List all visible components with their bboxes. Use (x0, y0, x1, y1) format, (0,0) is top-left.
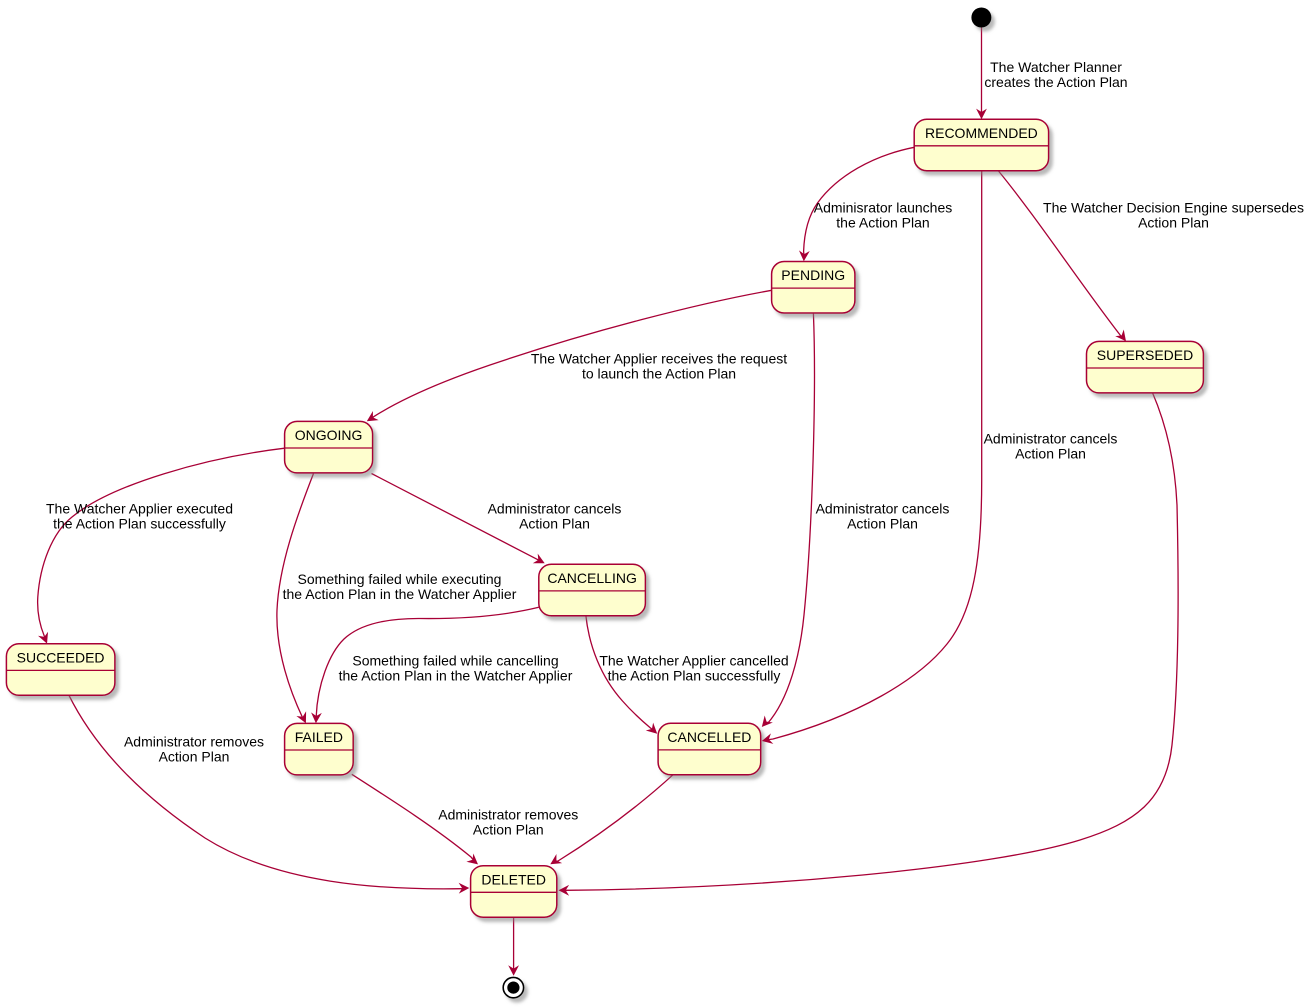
svg-text:The Watcher Applier executed: The Watcher Applier executed (46, 501, 233, 517)
svg-text:Administrator cancels: Administrator cancels (984, 431, 1118, 447)
svg-text:SUPERSEDED: SUPERSEDED (1097, 347, 1193, 363)
svg-text:CANCELLED: CANCELLED (667, 729, 751, 745)
svg-text:Administrator removes: Administrator removes (124, 734, 264, 750)
svg-text:the Action Plan in the Watcher: the Action Plan in the Watcher Applier (339, 668, 573, 684)
svg-text:Action Plan: Action Plan (847, 516, 918, 532)
svg-text:RECOMMENDED: RECOMMENDED (925, 125, 1038, 141)
svg-text:SUCCEEDED: SUCCEEDED (17, 649, 105, 665)
svg-text:Action Plan: Action Plan (519, 516, 590, 532)
svg-text:creates the Action Plan: creates the Action Plan (984, 74, 1127, 90)
svg-text:PENDING: PENDING (781, 267, 845, 283)
svg-text:the Action Plan in the Watcher: the Action Plan in the Watcher Applier (283, 586, 517, 602)
svg-text:The Watcher Planner: The Watcher Planner (990, 59, 1122, 75)
svg-text:Adminisrator launches: Adminisrator launches (814, 200, 953, 216)
svg-text:Administrator removes: Administrator removes (438, 807, 578, 823)
svg-text:Action Plan: Action Plan (1138, 215, 1209, 231)
svg-text:to launch the Action Plan: to launch the Action Plan (582, 366, 736, 382)
svg-text:Action Plan: Action Plan (159, 749, 230, 765)
svg-text:FAILED: FAILED (295, 729, 343, 745)
svg-text:Action Plan: Action Plan (1015, 446, 1086, 462)
svg-text:ONGOING: ONGOING (295, 427, 363, 443)
svg-text:the Action Plan: the Action Plan (836, 215, 929, 231)
svg-text:Administrator cancels: Administrator cancels (488, 501, 622, 517)
svg-text:Something failed while executi: Something failed while executing (298, 571, 502, 587)
svg-text:the Action Plan successfully: the Action Plan successfully (608, 668, 781, 684)
svg-text:DELETED: DELETED (481, 871, 546, 887)
svg-text:Administrator cancels: Administrator cancels (816, 501, 950, 517)
svg-text:Something failed while cancell: Something failed while cancelling (352, 653, 558, 669)
svg-text:the Action Plan successfully: the Action Plan successfully (53, 516, 226, 532)
svg-text:The Watcher Applier receives t: The Watcher Applier receives the request (531, 351, 787, 367)
svg-text:The Watcher Decision Engine su: The Watcher Decision Engine supersedes (1043, 200, 1304, 216)
svg-text:Action Plan: Action Plan (473, 822, 544, 838)
svg-text:The Watcher Applier cancelled: The Watcher Applier cancelled (599, 653, 788, 669)
svg-text:CANCELLING: CANCELLING (547, 570, 636, 586)
